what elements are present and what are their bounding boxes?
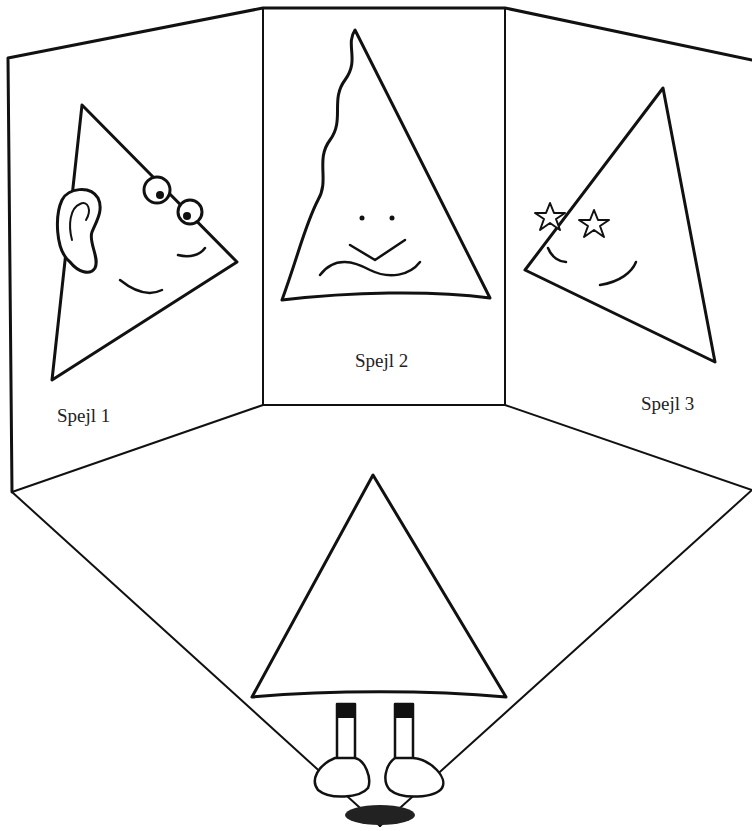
mirror-label: Spejl 1 bbox=[57, 405, 110, 427]
mirror-label: Spejl 3 bbox=[641, 393, 694, 415]
mirror-label: Spejl 2 bbox=[355, 350, 408, 372]
